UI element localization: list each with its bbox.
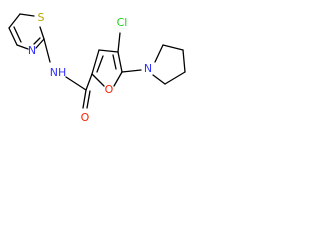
furan-bond-c3-c2 [91,49,100,75]
thiazole-double-bond-n-c2-inner [33,37,41,45]
chemical-structure-diagram: N S NH O O Cl N [8,11,186,124]
furan-bond-c4-c3 [98,49,119,53]
pyrrolidine-bond-c2-c3 [162,44,184,51]
furan-bond-o-c5 [113,71,123,87]
thiazole-double-bond-c4-c5-inner [13,26,22,43]
furan-double-bond-c5-c4-inner [112,54,117,70]
pyrrolidine-bond-n-c2 [154,44,164,63]
bond-thiazole-to-nh [43,38,51,63]
furan-bond-c2-o [91,73,105,87]
amide-nh-label: NH [50,66,67,79]
pyrrolidine-bond-c3-c4 [182,49,186,73]
carbonyl-double-bond-a [82,89,87,109]
thiazole-bond-c4-c5 [8,27,18,46]
pyrrolidine-bond-c4-c5 [164,71,186,85]
thiazole-nitrogen-label: N [28,44,36,57]
furan-oxygen-label: O [105,83,114,96]
thiazole-bond-c5-n [16,44,29,50]
thiazole-bond-c4-c3 [8,13,21,29]
thiazole-sulfur-label: S [38,11,45,24]
pyrrolidine-nitrogen-label: N [144,62,152,75]
thiazole-bond-c2-s [39,26,45,40]
thiazole-bond-n-c2 [35,38,45,49]
chlorine-label: Cl [117,16,128,29]
carbonyl-double-bond-b [86,90,91,109]
bond-furan-to-pyrrolidine [121,69,142,73]
bond-carbonyl-to-furan [85,73,93,91]
bond-nh-to-carbonyl [65,76,87,91]
carbonyl-oxygen-label: O [81,111,90,124]
furan-bond-c5-c4 [117,51,123,73]
pyrrolidine-bond-c5-n [152,74,166,85]
thiazole-bond-s-c4 [19,13,35,17]
bond-furan-to-chlorine [117,32,121,53]
furan-double-bond-c3-c2-inner [96,55,104,73]
